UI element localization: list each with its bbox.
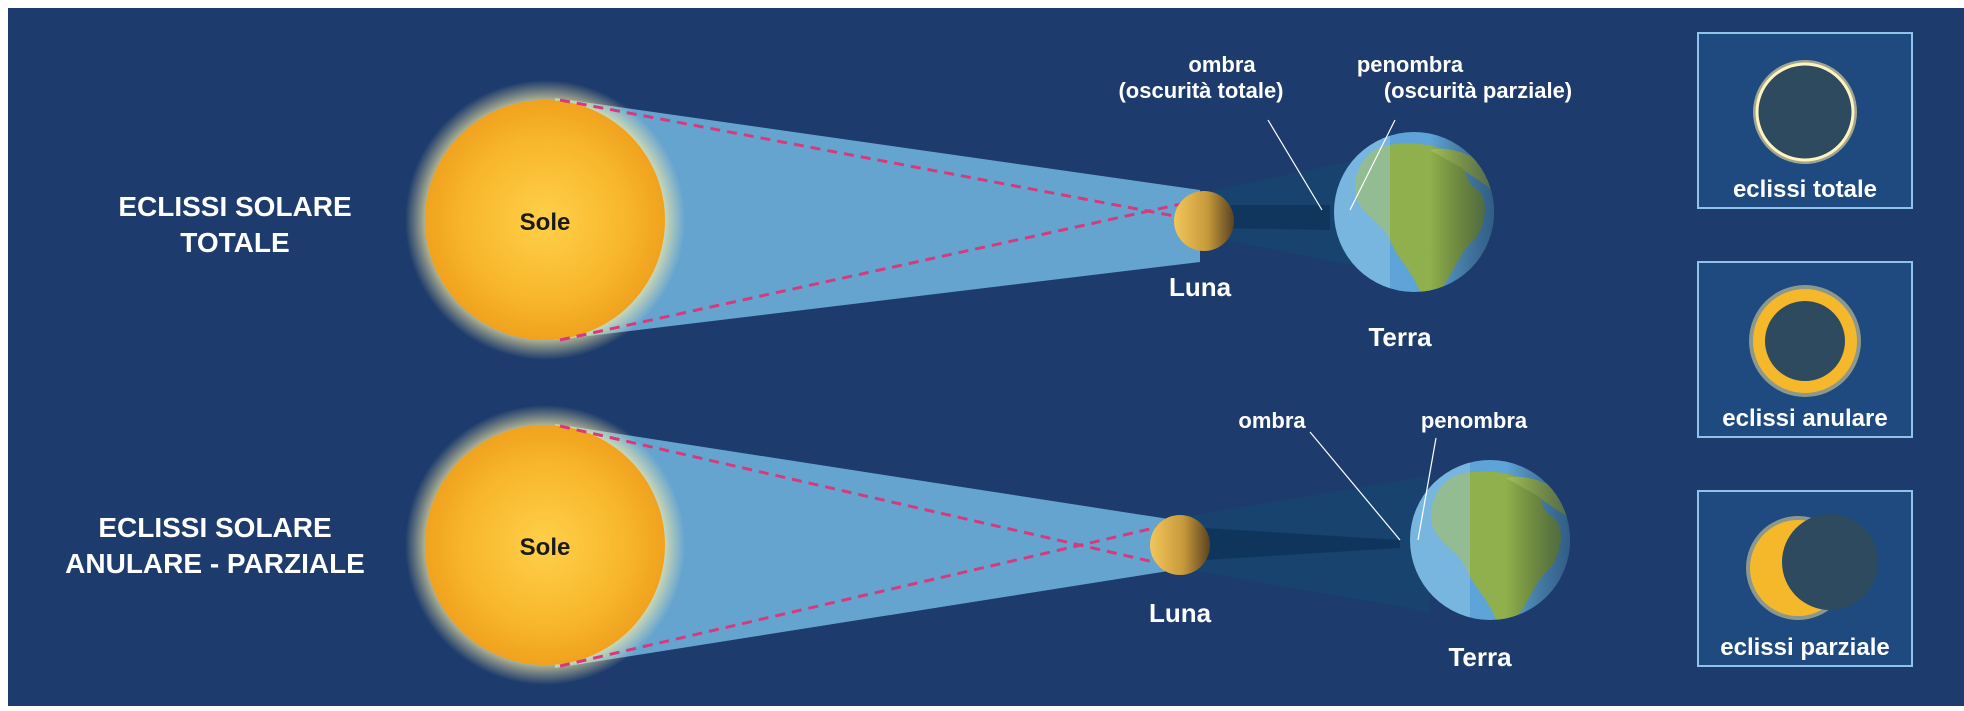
row-annular-partial: Sole ECLISSI SOLARE ANULARE - PARZIALE o… — [65, 405, 1570, 685]
sunlight-cone-annular — [555, 424, 1175, 668]
sun — [425, 425, 665, 665]
umbra-cone-total — [1218, 205, 1330, 230]
dashed-line — [559, 193, 1223, 342]
moon — [1174, 191, 1234, 251]
penumbra-label-line2: (oscurità parziale) — [1384, 78, 1572, 103]
panel-label: eclissi anulare — [1722, 405, 1887, 432]
sun-label: Sole — [520, 534, 571, 561]
earth-label: Terra — [1368, 322, 1432, 352]
dashed-line — [559, 520, 1181, 668]
annular-eclipse-disc — [1765, 301, 1845, 381]
row-title-line1: ECLISSI SOLARE — [118, 191, 351, 222]
row-title-line2: ANULARE - PARZIALE — [65, 548, 365, 579]
panel-label: eclissi parziale — [1720, 634, 1889, 661]
row-title-line1: ECLISSI SOLARE — [98, 512, 331, 543]
panel-total: eclissi totale — [1697, 32, 1913, 209]
penumbra-pointer — [1417, 437, 1437, 541]
row-total: Sole ECLISSI SOLARE TOTALE ombra (oscuri… — [118, 52, 1572, 360]
umbra-pointer — [1309, 431, 1401, 541]
dashed-line — [559, 98, 1223, 227]
total-eclipse-disc — [1755, 62, 1855, 162]
earth — [1334, 132, 1494, 292]
umbra-pointer — [1267, 119, 1323, 211]
sun-label: Sole — [520, 209, 571, 236]
partial-eclipse-disc — [1782, 514, 1878, 610]
moon-label: Luna — [1169, 272, 1232, 302]
sun — [425, 100, 665, 340]
dashed-line — [559, 424, 1181, 570]
earth-label: Terra — [1448, 642, 1512, 672]
moon-label: Luna — [1149, 598, 1212, 628]
penumbra-label-line1: penombra — [1357, 52, 1464, 77]
panel-partial: eclissi parziale — [1697, 490, 1913, 667]
background — [8, 8, 1964, 706]
moon — [1150, 515, 1210, 575]
penumbra-pointer — [1349, 119, 1396, 211]
umbra-label: ombra — [1238, 408, 1306, 433]
antumbra-cone-annular — [1205, 528, 1400, 560]
panel-annular: eclissi anulare — [1697, 261, 1913, 438]
earth — [1410, 460, 1570, 620]
umbra-label-line1: ombra — [1188, 52, 1256, 77]
umbra-label-line2: (oscurità totale) — [1118, 78, 1283, 103]
panel-label: eclissi totale — [1733, 176, 1877, 203]
sunlight-cone-total — [555, 98, 1200, 340]
penumbra-label: penombra — [1421, 408, 1528, 433]
row-title-line2: TOTALE — [180, 227, 289, 258]
